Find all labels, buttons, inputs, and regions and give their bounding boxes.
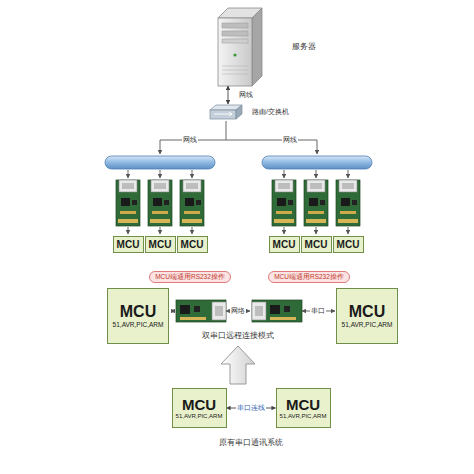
network-module	[148, 170, 172, 234]
network-bus	[262, 156, 372, 169]
node-title: MCU	[349, 303, 385, 321]
network-module	[304, 170, 328, 234]
switch-icon	[210, 105, 242, 119]
mcu-box: MCU	[145, 236, 176, 253]
router-switch: 路由/交换机	[208, 104, 244, 120]
node-title: MCU	[149, 239, 172, 251]
node-title: MCU	[182, 396, 216, 413]
connector	[228, 86, 229, 104]
network-module	[252, 300, 302, 322]
callout-note: MCU端通用RS232操作	[268, 271, 350, 283]
mcu-box: MCU51,AVR,PIC,ARM	[107, 288, 169, 344]
mcu-box: MCU	[301, 236, 332, 253]
node-title: MCU	[181, 239, 204, 251]
node-title: 路由/交换机	[252, 108, 289, 116]
mcu-box: MCU	[177, 236, 208, 253]
mcu-box: MCU	[333, 236, 364, 253]
mcu-box: MCU	[269, 236, 300, 253]
module-group	[176, 300, 302, 322]
node-title: MCU	[305, 239, 328, 251]
node-subtitle: 51,AVR,PIC,ARM	[342, 321, 393, 328]
network-module	[116, 170, 140, 234]
network-module	[176, 300, 226, 322]
node-title: MCU	[120, 303, 156, 321]
caption-label: 双串口远程连接模式	[201, 332, 275, 340]
link-label: 串口	[310, 307, 326, 315]
mcu-box: MCU51,AVR,PIC,ARM	[172, 388, 227, 428]
server-icon	[218, 8, 262, 86]
upgrade-arrow	[221, 346, 255, 384]
node-title: MCU端通用RS232操作	[155, 273, 225, 280]
network-module	[272, 170, 296, 234]
node-title: 服务器	[292, 42, 316, 51]
mcu-box: MCU51,AVR,PIC,ARM	[336, 288, 398, 344]
connector-label: 网线	[238, 91, 254, 99]
node-title: MCU	[117, 239, 140, 251]
node-title: MCU	[337, 239, 360, 251]
callout-note: MCU端通用RS232操作	[149, 271, 231, 283]
node-subtitle: 51,AVR,PIC,ARM	[176, 413, 223, 420]
network-cable	[160, 121, 317, 154]
network-bus	[105, 156, 215, 169]
node-title: MCU	[286, 396, 320, 413]
cable-label: 网线	[182, 136, 198, 144]
node-subtitle: 51,AVR,PIC,ARM	[280, 413, 327, 420]
node-title: MCU端通用RS232操作	[274, 273, 344, 280]
caption-label: 原有串口通讯系统	[218, 439, 284, 447]
node-title: MCU	[273, 239, 296, 251]
module-group	[116, 170, 360, 234]
network-module	[336, 170, 360, 234]
server: 服务器	[212, 8, 262, 86]
node-subtitle: 51,AVR,PIC,ARM	[113, 321, 164, 328]
mcu-box: MCU	[113, 236, 144, 253]
network-module	[180, 170, 204, 234]
link-label: 网络	[230, 307, 246, 315]
connector-label: 串口连线	[236, 404, 266, 412]
mcu-box: MCU51,AVR,PIC,ARM	[276, 388, 331, 428]
cable-label: 网线	[282, 136, 298, 144]
